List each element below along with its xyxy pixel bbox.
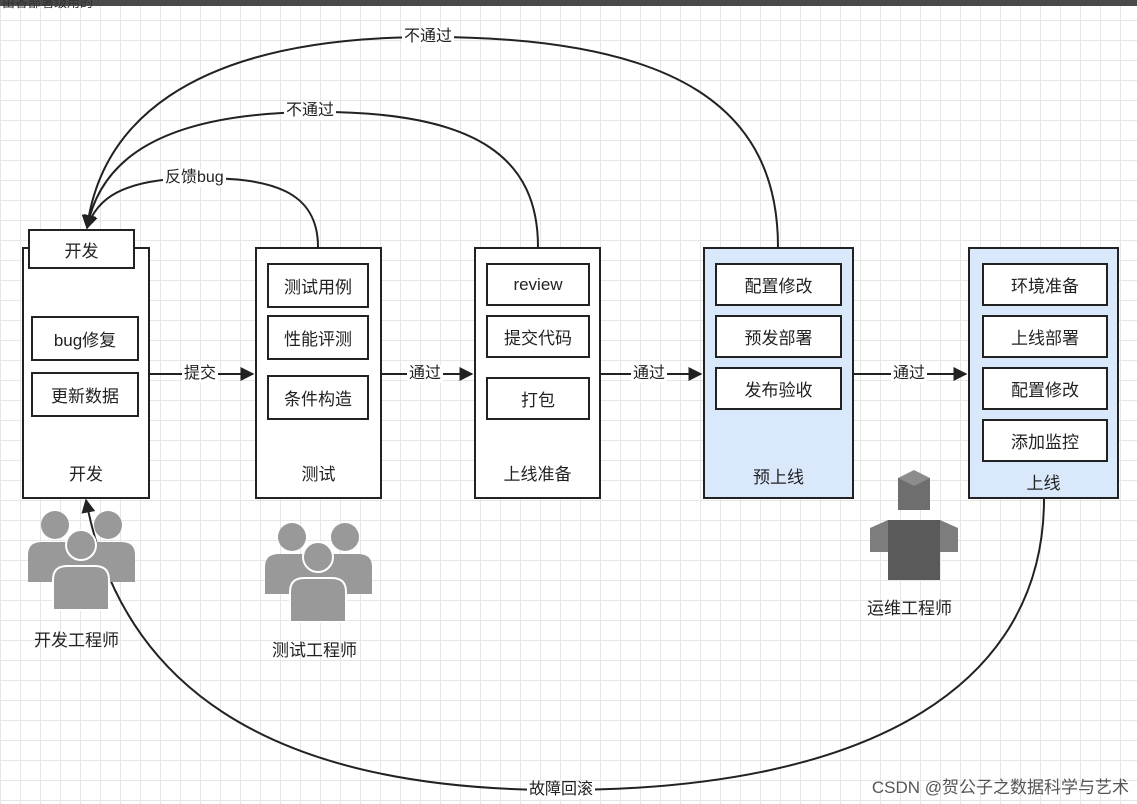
test-item-conditions: 条件构造 — [267, 375, 369, 420]
pre-stage-label: 预上线 — [753, 468, 804, 487]
pre-item-release-acceptance: 发布验收 — [715, 367, 842, 410]
dev-item-bug-fix: bug修复 — [31, 316, 139, 361]
edge-label-pass-1: 通过 — [407, 365, 444, 383]
prep-stage-label: 上线准备 — [503, 465, 572, 484]
role-label-dev: 开发工程师 — [34, 631, 119, 650]
edge-label-pass-2: 通过 — [631, 365, 668, 383]
test-item-performance: 性能评测 — [267, 315, 369, 360]
stage-release: 环境准备 上线部署 配置修改 添加监控 上线 — [968, 247, 1119, 499]
tester-group-icon — [265, 523, 372, 623]
prep-item-review: review — [486, 263, 590, 306]
top-bar — [0, 0, 1137, 6]
edge-label-fail-pre-release: 不通过 — [402, 28, 455, 46]
edge-label-fail-review: 不通过 — [284, 102, 337, 120]
top-fragment-text: 由各部署级用的 — [2, 0, 94, 10]
release-item-deploy: 上线部署 — [982, 315, 1108, 358]
prep-item-package: 打包 — [486, 377, 590, 420]
developer-group-icon — [28, 511, 135, 611]
dev-stage-label: 开发 — [69, 465, 103, 484]
prep-item-submit-code: 提交代码 — [486, 315, 590, 358]
ops-engineer-icon — [870, 470, 958, 580]
pre-item-pre-deploy: 预发部署 — [715, 315, 842, 358]
edge-label-pass-3: 通过 — [891, 365, 928, 383]
role-label-test: 测试工程师 — [272, 641, 357, 660]
curve-fail-prerelease — [81, 35, 779, 248]
release-item-env-prep: 环境准备 — [982, 263, 1108, 306]
role-label-ops: 运维工程师 — [867, 599, 952, 618]
dev-item-update-data: 更新数据 — [31, 372, 139, 417]
stage-test: 测试用例 性能评测 条件构造 测试 — [255, 247, 382, 499]
test-item-test-cases: 测试用例 — [267, 263, 369, 308]
curve-fail-review — [82, 110, 539, 248]
stage-dev: bug修复 更新数据 开发 — [22, 247, 150, 499]
edge-label-submit: 提交 — [182, 365, 219, 383]
edge-label-feedback-bug: 反馈bug — [163, 169, 226, 187]
stage-release-prep: review 提交代码 打包 上线准备 — [474, 247, 601, 499]
release-stage-label: 上线 — [1026, 474, 1061, 493]
watermark: CSDN @贺公子之数据科学与艺术 — [871, 778, 1129, 797]
edge-label-rollback: 故障回滚 — [527, 781, 596, 799]
dev-header: 开发 — [28, 229, 135, 269]
stage-pre-release: 配置修改 预发部署 发布验收 预上线 — [703, 247, 854, 499]
test-stage-label: 测试 — [301, 465, 336, 484]
pre-item-config-change: 配置修改 — [715, 263, 842, 306]
release-item-config-change: 配置修改 — [982, 367, 1108, 410]
release-item-add-monitoring: 添加监控 — [982, 419, 1108, 462]
